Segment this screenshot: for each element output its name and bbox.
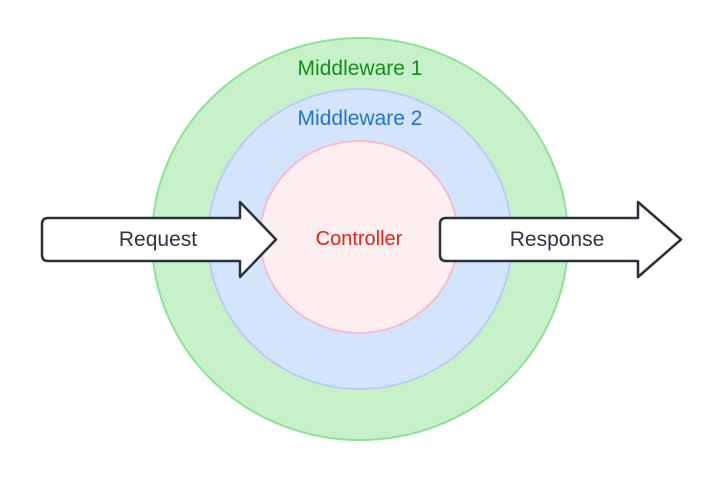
response-arrow [438, 200, 683, 279]
response-arrow-label: Response [510, 228, 605, 251]
controller-label: Controller [316, 228, 403, 250]
middleware-1-label: Middleware 1 [298, 57, 423, 80]
middleware-2-label: Middleware 2 [298, 107, 423, 130]
request-arrow [40, 200, 278, 279]
request-arrow-label: Request [119, 228, 197, 251]
